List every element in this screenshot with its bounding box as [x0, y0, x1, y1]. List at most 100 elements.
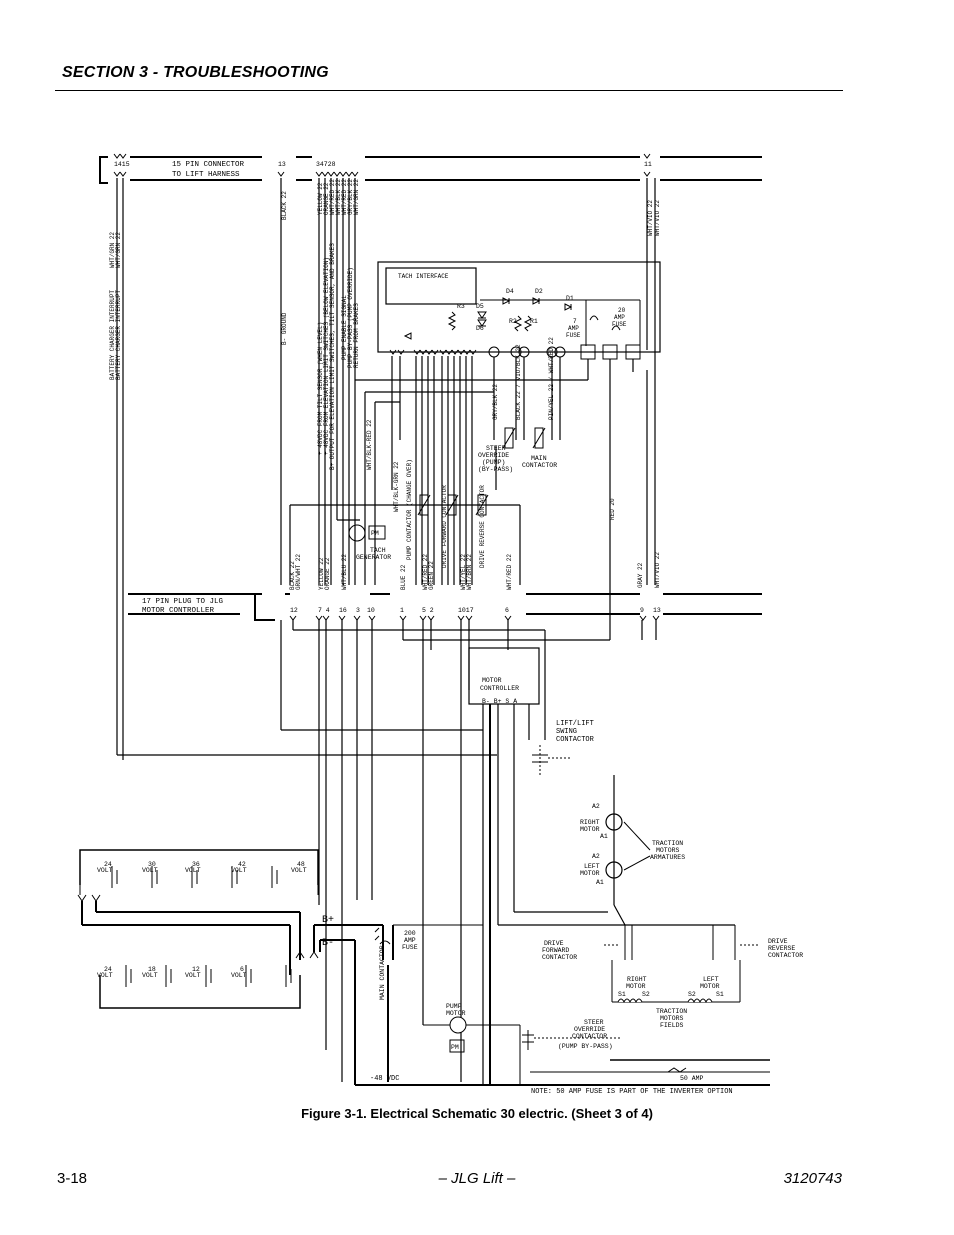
terminal-label: S1: [618, 991, 626, 998]
drive-labels: DRIVE FORWARD CONTACTOR DRIVE REVERSE CO…: [542, 938, 803, 1029]
wire-label: BLACK 22: [289, 561, 296, 590]
voltage-tap-label: 42: [238, 861, 246, 868]
wire-label: YELLOW 22: [318, 557, 325, 590]
battery-bank-bottom: [99, 965, 301, 1009]
traction-labels: A2 A1 A2 A1 RIGHT MOTOR LEFT MOTOR TRACT…: [580, 803, 685, 886]
voltage-tap-label: VOLT: [97, 972, 113, 979]
terminal-label: B- B+ S A: [482, 698, 517, 705]
component-label: R3: [457, 303, 465, 310]
b-minus-label: B-: [322, 938, 334, 949]
section-title: SECTION 3 - TROUBLESHOOTING: [62, 64, 329, 81]
fuse-label: AMP: [568, 325, 579, 332]
mid-labels: GRY/BLK 22 BLACK 22 / VIO/BLK 22 PIN/YEL…: [356, 337, 616, 561]
pin-label: 6: [505, 607, 509, 614]
motor-label: LEFT: [703, 976, 719, 983]
battery-cabling: [77, 894, 770, 1086]
top-connector: 15 PIN CONNECTOR TO LIFT HARNESS 1415 13…: [99, 153, 762, 184]
footer-brand: – JLG Lift –: [438, 1170, 516, 1187]
wire-label: BLACK 22: [281, 191, 288, 220]
steer-override-label: STEER: [584, 1019, 604, 1026]
pin-label: 5 2: [422, 607, 434, 614]
wire-label: YELLOW 22: [317, 182, 324, 215]
pin-label: 1017: [458, 607, 474, 614]
component-label: D5: [476, 303, 484, 310]
figure-caption: Figure 3-1. Electrical Schematic 30 elec…: [301, 1106, 653, 1121]
voltage-tap-label: VOLT: [231, 972, 247, 979]
voltage-tap-label: VOLT: [231, 867, 247, 874]
fuse-label: 200: [404, 930, 416, 937]
conn15-label: 15 PIN CONNECTOR: [172, 161, 245, 169]
wire-label: WHT/GRN 22: [109, 232, 116, 268]
voltage-tap-label: VOLT: [142, 867, 158, 874]
wire-label: PUMP ENABLE SIGNAL: [341, 295, 348, 360]
traction-fields-label: MOTORS: [660, 1015, 684, 1022]
fuse-label: AMP: [614, 314, 625, 321]
drive-forward-label: FORWARD: [542, 947, 569, 954]
wire-label: DRIVE REVERSE CONTACTOR: [479, 485, 486, 568]
main-contactor-label: MAIN: [531, 455, 547, 462]
pin-label: 1415: [114, 161, 130, 168]
wire-label: GRAY 22: [637, 562, 644, 588]
conn15-label-b: TO LIFT HARNESS: [172, 171, 240, 179]
pin-label: 13: [653, 607, 661, 614]
pump-motor: [423, 1016, 687, 1085]
pin-label: 7 4: [318, 607, 330, 614]
voltage-tap-label: VOLT: [185, 972, 201, 979]
wire-label: GRN/WHT 22: [295, 554, 302, 590]
harness-wires: [116, 178, 656, 760]
steer-override-label: (PUMP BY-PASS): [558, 1043, 613, 1050]
wire-label: PIN/YEL 22 / WHT/RED 22: [548, 337, 555, 420]
voltage-tap-label: 24: [104, 966, 112, 973]
terminal-label: S2: [642, 991, 650, 998]
motor-controller: MOTOR CONTROLLER B- B+ S A: [468, 647, 540, 705]
wire-label: B- GROUND: [281, 312, 288, 345]
lift-contactor: [532, 745, 572, 775]
component-label: D2: [535, 288, 543, 295]
traction-fields-label: TRACTION: [656, 1008, 687, 1015]
drive-contactors: [604, 925, 760, 1004]
terminal-label: A1: [596, 879, 604, 886]
steer-override-label: OVERRIDE: [478, 452, 509, 459]
traction-armatures-label: TRACTION: [652, 840, 683, 847]
bottom-wire-labels: BLACK 22 GRN/WHT 22 YELLOW 22 ORANGE 22 …: [289, 459, 661, 590]
wire-label: BATTERY CHARGER INTERRUPT: [115, 290, 122, 380]
pump-labels: PUMP MOTOR PM STEER OVERRIDE CONTACTOR (…: [446, 1003, 733, 1096]
tach-interface-label: TACH INTERFACE: [398, 273, 449, 280]
fuse-label: 7: [573, 318, 577, 325]
terminal-label: A2: [592, 853, 600, 860]
traction-motors: [605, 775, 626, 926]
b-plus-label: B+: [322, 915, 334, 926]
wire-label: + 48VDC FROM TILT SENSOR (WHEN LEVEL): [317, 322, 324, 455]
component-label: R2: [509, 318, 517, 325]
component-label: D4: [506, 288, 514, 295]
neg48-label: -48 VDC: [370, 1075, 399, 1083]
steer-override-label: OVERRIDE: [574, 1026, 605, 1033]
wire-label: WHT/RED 22: [506, 554, 513, 590]
pm-label: PM: [371, 530, 379, 537]
fuse-label: AMP: [404, 937, 416, 944]
pump-motor-label: MOTOR: [446, 1010, 466, 1017]
voltage-tap-label: VOLT: [97, 867, 113, 874]
pin-label: 12: [290, 607, 298, 614]
pin-label: 11: [644, 161, 652, 168]
steer-override-label: CONTACTOR: [572, 1033, 607, 1040]
lift-contactor-label: CONTACTOR: [556, 736, 595, 744]
wire-label: WHT/RED 22: [329, 179, 336, 215]
wire-label: WHT/GRN 22: [115, 232, 122, 268]
drive-reverse-label: REVERSE: [768, 945, 795, 952]
wire-label: PUMP CONTACTOR (CHANGE OVER): [406, 459, 413, 560]
pin-label: 1: [400, 607, 404, 614]
voltage-tap-label: 30: [148, 861, 156, 868]
drive-forward-label: CONTACTOR: [542, 954, 577, 961]
motor-label: MOTOR: [700, 983, 720, 990]
voltage-tap-label: 6: [240, 966, 244, 973]
conn17-label: 17 PIN PLUG TO JLG: [142, 598, 224, 606]
terminal-label: A1: [600, 833, 608, 840]
wire-label: PUMP BY-PASS (PUMP OVERRIDE): [347, 267, 354, 368]
wire-label: WHT/VIO 22: [654, 200, 661, 236]
pin-label: 34728: [316, 161, 336, 168]
relay-coils: [348, 427, 546, 542]
inverter-note: NOTE: 50 AMP FUSE IS PART OF THE INVERTE…: [531, 1088, 733, 1096]
steer-override-label: (PUMP): [482, 459, 505, 466]
mid-wiring: [289, 356, 634, 640]
